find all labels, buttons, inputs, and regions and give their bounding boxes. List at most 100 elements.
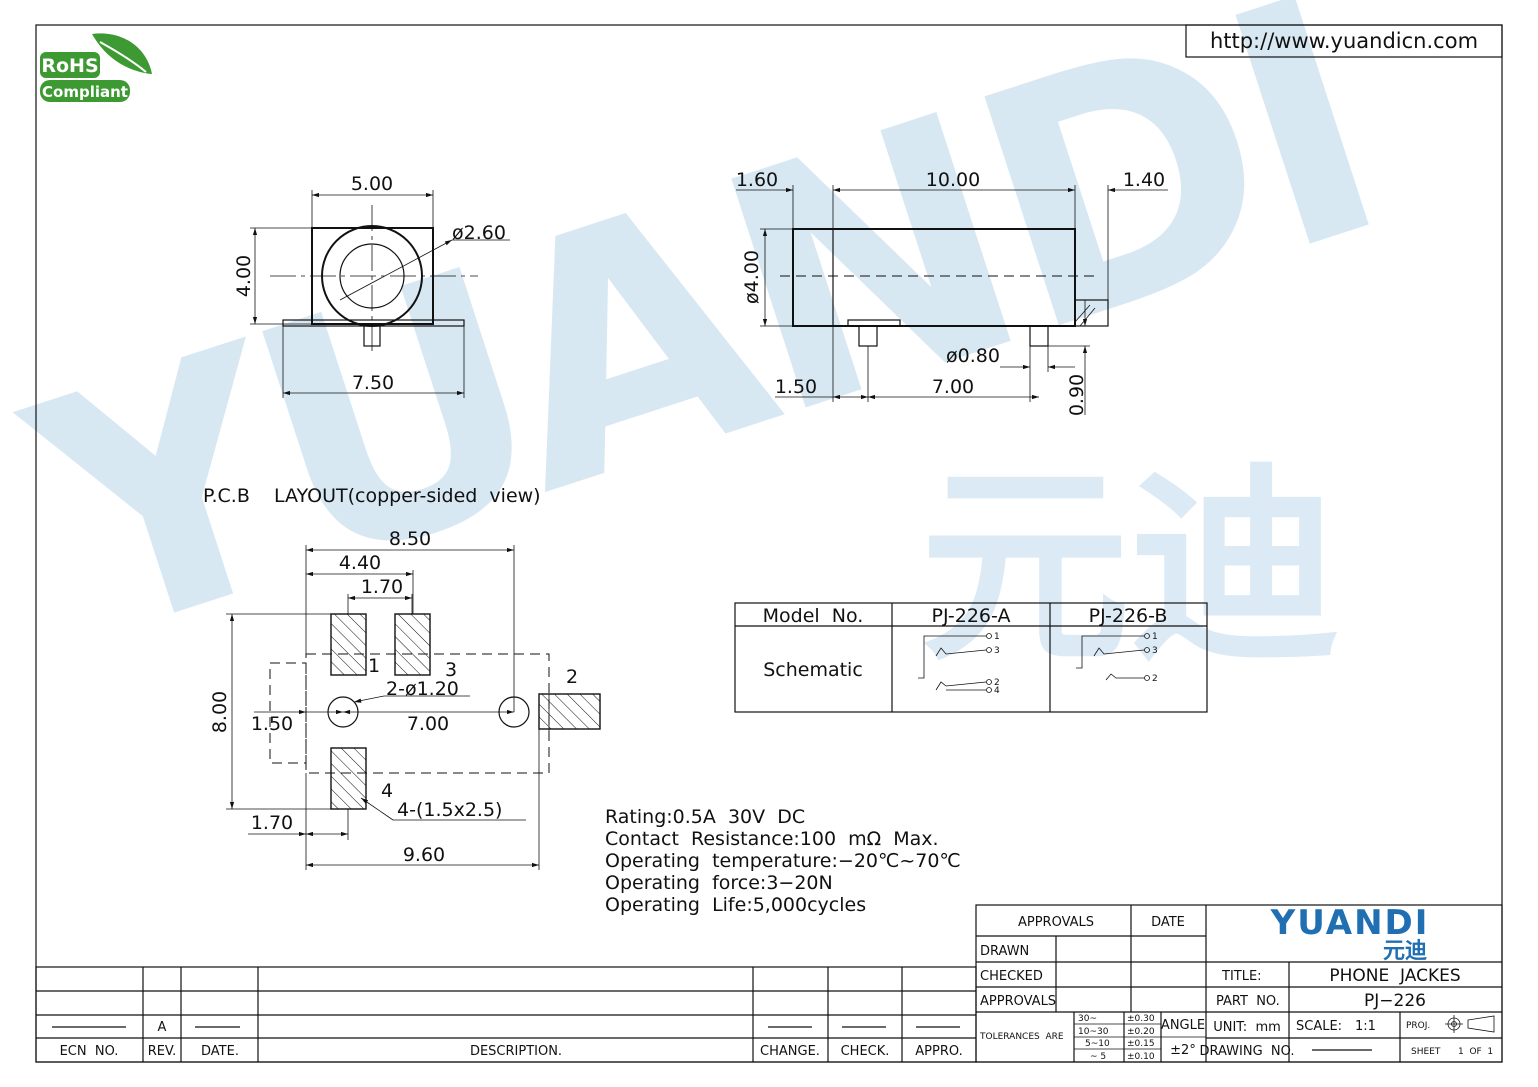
watermark-cjk: 元迪 [920,445,1340,690]
tb-part-label: PART NO. [1216,994,1280,1009]
pin-b3: 3 [1152,646,1158,656]
pcb-mid-label: 4.40 [339,552,381,574]
tb-title: PHONE JACKES [1329,966,1460,986]
table-model-b: PJ-226-B [1089,605,1168,627]
pcb-total-label: 8.50 [389,528,431,550]
pcb-pad-label: 1.70 [361,576,403,598]
side-body-label: 10.00 [926,169,980,191]
side-view: 1.60 10.00 1.40 ø4.00 ø0.80 1.50 7.00 0.… [736,169,1168,416]
rev-header-appro: APPRO. [915,1044,962,1059]
schematic-a: 1 3 2 4 [918,632,1000,696]
tb-date: DATE [1151,915,1185,930]
tol-range-3: 5~10 [1085,1039,1110,1049]
rev-header-rev: REV. [148,1044,177,1059]
pad-1 [330,613,367,676]
spec-life: Operating Life:5,000cycles [605,894,866,916]
front-base-label: 7.50 [352,372,394,394]
specs: Rating:0.5A 30V DC Contact Resistance:10… [605,806,961,916]
tol-value-3: ±0.15 [1127,1039,1155,1049]
tol-value-1: ±0.30 [1127,1014,1155,1024]
pad-label-2: 2 [566,666,578,688]
tol-range-1: 30~ [1078,1014,1097,1024]
tb-logo-latin: YUANDI [1270,903,1430,943]
rev-header-date: DATE. [201,1044,239,1059]
rev-header-change: CHANGE. [760,1044,820,1059]
projection-symbol-icon [1445,1015,1495,1033]
tb-logo-cjk: 元迪 [1383,939,1427,964]
pin-a4: 4 [994,686,1000,696]
pad-4 [330,747,367,810]
tb-tolerances: TOLERANCES ARE [979,1032,1064,1042]
pcb-title: P.C.B LAYOUT(copper-sided view) [203,485,541,507]
table-row-label: Schematic [763,659,863,681]
side-pitch-label: 7.00 [932,376,974,398]
side-dia-label: ø4.00 [741,250,763,304]
url-box[interactable]: http://www.yuandicn.com [1185,24,1503,58]
tb-title-label: TITLE: [1221,969,1262,984]
spec-resistance: Contact Resistance:100 mΩ Max. [605,828,939,850]
side-right-label: 1.40 [1123,169,1165,191]
pin-b1: 1 [1152,632,1158,642]
table-model-a: PJ-226-A [932,605,1011,627]
rohs-line1: RoHS [41,55,98,77]
front-width-label: 5.00 [351,173,393,195]
tb-angle-value: ±2° [1170,1043,1196,1058]
schematic-b: 1 3 2 [1076,632,1158,684]
pin-a2: 2 [994,678,1000,688]
tb-drawing-no: DRAWING NO. [1199,1044,1294,1059]
rev-header-check: CHECK. [841,1044,890,1059]
side-pindia-label: ø0.80 [946,345,1000,367]
tb-drawn: DRAWN [980,944,1029,959]
pad-label-4: 4 [381,780,393,802]
tb-checked: CHECKED [980,969,1043,984]
pad-3 [394,613,431,676]
front-height-label: 4.00 [233,255,255,297]
revision-block: A ECN NO. REV. DATE. DESCRIPTION. CHANGE… [35,966,977,1063]
front-view: 5.00 ø2.60 4.00 7.50 [233,173,510,398]
spec-force: Operating force:3−20N [605,872,833,894]
tb-proj: PROJ. [1406,1021,1430,1031]
tb-approvals: APPROVALS [1018,915,1094,930]
rohs-badge: RoHS Compliant [40,33,152,102]
pad-label-1: 1 [368,655,380,677]
pin-a1: 1 [994,632,1000,642]
rev-header-description: DESCRIPTION. [470,1044,562,1059]
side-offset-label: 1.50 [775,376,817,398]
pcb-pads-label: 4-(1.5x2.5) [397,799,502,821]
tb-angle: ANGLE [1161,1018,1205,1033]
tol-value-4: ±0.10 [1127,1052,1155,1062]
rohs-line2: Compliant [42,83,128,101]
pcb-holes-label: 2-ø1.20 [386,678,459,700]
pin-a3: 3 [994,646,1000,656]
tb-sheet: 1 OF 1 [1458,1047,1493,1057]
pcb-layout: P.C.B LAYOUT(copper-sided view) 1 3 2 4 … [203,485,601,870]
pcb-pitch-label: 7.00 [407,713,449,735]
pcb-offset-label: 1.50 [251,713,293,735]
pcb-height-label: 8.00 [209,691,231,733]
tb-scale-label: SCALE: [1296,1019,1342,1034]
watermark: YUANDI 元迪 [0,0,1412,716]
spec-temperature: Operating temperature:−20℃~70℃ [605,850,961,872]
title-block: APPROVALS DATE DRAWN CHECKED APPROVALS T… [975,903,1503,1063]
front-hole-label: ø2.60 [452,222,506,244]
spec-rating: Rating:0.5A 30V DC [605,806,805,828]
tol-value-2: ±0.20 [1127,1027,1155,1037]
tb-sheet-label: SHEET [1411,1047,1441,1057]
pin-b2: 2 [1152,674,1158,684]
tb-part: PJ−226 [1364,991,1426,1011]
rev-header-ecn: ECN NO. [60,1044,119,1059]
pcb-width-label: 9.60 [403,844,445,866]
url-text[interactable]: http://www.yuandicn.com [1210,29,1478,53]
tb-approvals2: APPROVALS [980,994,1056,1009]
table-header-model: Model No. [763,605,864,627]
schematic-table: Model No. PJ-226-A PJ-226-B Schematic 1 … [734,602,1208,713]
pad-2 [538,693,601,730]
tb-unit: UNIT: mm [1213,1020,1281,1035]
pad-label-3: 3 [445,659,457,681]
rev-value: A [158,1020,167,1035]
pcb-padb-label: 1.70 [251,812,293,834]
tb-scale: 1:1 [1355,1019,1376,1034]
tol-range-2: 10~30 [1078,1027,1109,1037]
tol-range-4: ~ 5 [1090,1052,1106,1062]
